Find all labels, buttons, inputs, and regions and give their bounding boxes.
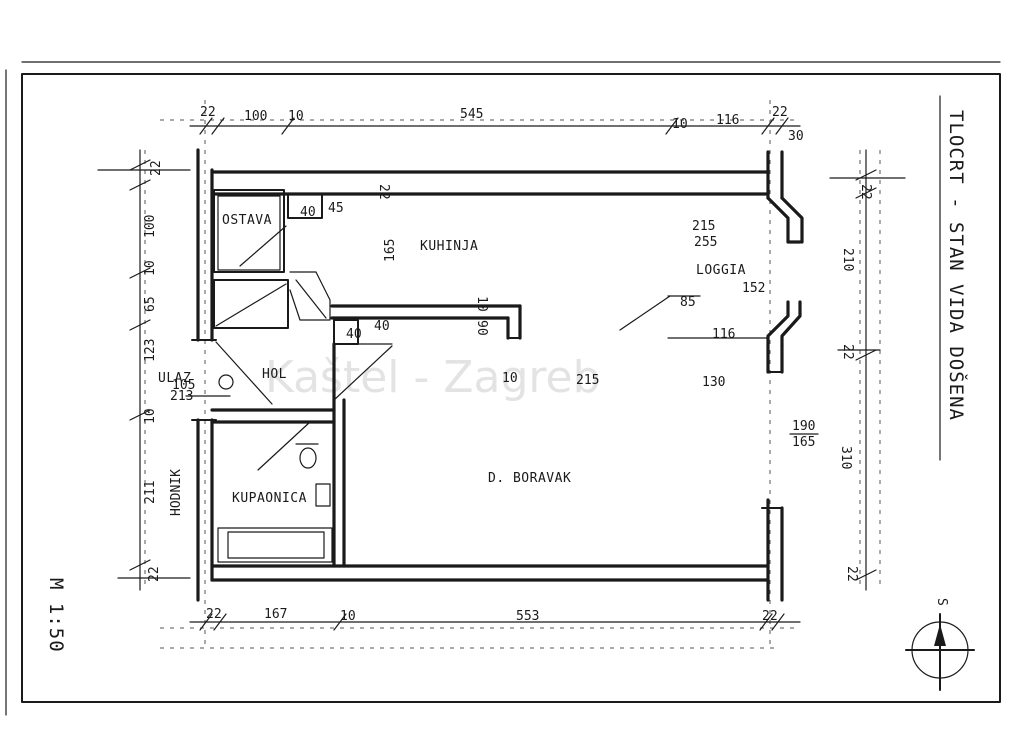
dimension-guides <box>144 100 881 650</box>
svg-text:130: 130 <box>702 375 725 390</box>
svg-text:213: 213 <box>170 389 193 404</box>
svg-text:165: 165 <box>792 435 815 450</box>
svg-text:10: 10 <box>474 296 489 312</box>
svg-text:22: 22 <box>376 184 391 200</box>
sheet-border <box>21 73 1001 703</box>
bottom-dimension-line <box>189 613 801 631</box>
scale-label: M 1:50 <box>45 578 67 653</box>
svg-text:22: 22 <box>844 566 859 582</box>
svg-text:10: 10 <box>288 109 304 124</box>
right-dimensions: 22 210 22 310 22 <box>838 184 873 582</box>
right-dimension-line <box>829 149 906 591</box>
svg-text:545: 545 <box>460 107 483 122</box>
svg-text:123: 123 <box>143 339 158 362</box>
svg-text:211: 211 <box>143 481 158 504</box>
watermark-text: Kaštel - Zagreb <box>265 352 601 403</box>
room-label-loggia: LOGGIA <box>696 263 746 278</box>
svg-text:165: 165 <box>383 239 398 262</box>
svg-text:10: 10 <box>502 371 518 386</box>
svg-text:100: 100 <box>143 215 158 238</box>
room-label-ulaz: ULAZ <box>158 371 191 386</box>
svg-text:10: 10 <box>143 408 158 424</box>
svg-text:10: 10 <box>143 260 158 276</box>
svg-text:40: 40 <box>300 205 316 220</box>
svg-text:22: 22 <box>149 160 164 176</box>
svg-text:553: 553 <box>516 609 539 624</box>
room-label-kupaonica: KUPAONICA <box>232 491 307 506</box>
svg-text:152: 152 <box>742 281 765 296</box>
room-label-hol: HOL <box>262 367 287 382</box>
svg-text:65: 65 <box>143 296 158 312</box>
svg-text:167: 167 <box>264 607 287 622</box>
svg-text:22: 22 <box>200 105 216 120</box>
svg-text:40: 40 <box>374 319 390 334</box>
compass-north-arrow: S <box>905 598 975 691</box>
svg-text:210: 210 <box>840 248 855 271</box>
svg-text:116: 116 <box>712 327 735 342</box>
svg-text:116: 116 <box>716 113 739 128</box>
inner-dimensions: 22 40 45 165 40 40 10 90 215 255 152 85 … <box>170 184 819 450</box>
room-label-kuhinja: KUHINJA <box>420 239 478 254</box>
interior-walls <box>185 189 769 568</box>
top-dimensions: 22 100 10 545 10 116 22 30 <box>200 105 804 144</box>
plan-title: TLOCRT - STAN VIDA DOŠENA <box>945 110 969 421</box>
svg-text:215: 215 <box>692 219 715 234</box>
left-dimension-line <box>97 149 191 591</box>
svg-text:22: 22 <box>147 566 162 582</box>
svg-text:10: 10 <box>340 609 356 624</box>
svg-text:22: 22 <box>772 105 788 120</box>
svg-text:22: 22 <box>840 344 855 360</box>
bottom-dimensions: 22 167 10 553 22 <box>206 607 778 624</box>
svg-text:215: 215 <box>576 373 599 388</box>
svg-text:85: 85 <box>680 295 696 310</box>
svg-text:105: 105 <box>172 378 195 393</box>
svg-text:10: 10 <box>672 117 688 132</box>
svg-text:45: 45 <box>328 201 344 216</box>
svg-text:22: 22 <box>206 607 222 622</box>
svg-text:100: 100 <box>244 109 267 124</box>
svg-text:22: 22 <box>858 184 873 200</box>
compass-label: S <box>934 598 949 606</box>
svg-text:HODNIK: HODNIK <box>169 469 184 516</box>
svg-text:190: 190 <box>792 419 815 434</box>
svg-text:310: 310 <box>838 446 853 469</box>
svg-text:255: 255 <box>694 235 717 250</box>
room-label-boravak: D. BORAVAK <box>488 471 571 486</box>
svg-text:90: 90 <box>474 320 489 336</box>
room-label-ostava: OSTAVA <box>222 213 272 228</box>
svg-text:22: 22 <box>762 609 778 624</box>
svg-text:30: 30 <box>788 129 804 144</box>
room-labels: OSTAVA KUHINJA LOGGIA ULAZ HOL KUPAONICA… <box>158 213 746 506</box>
top-dimension-line <box>189 117 801 135</box>
left-dimensions: 22 100 10 65 123 10 211 22 HODNIK <box>143 160 184 582</box>
exterior-walls <box>196 148 804 602</box>
svg-text:40: 40 <box>346 327 362 342</box>
